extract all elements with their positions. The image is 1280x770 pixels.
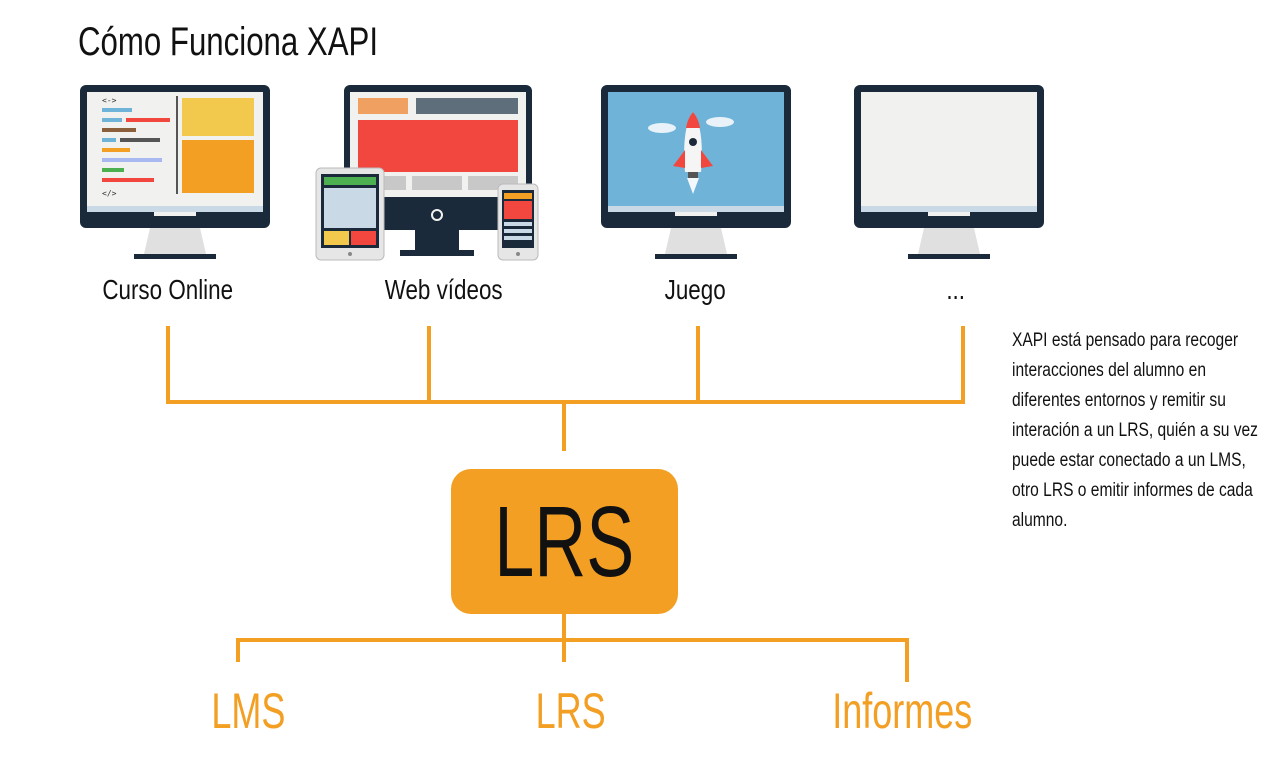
code-editor-monitor-icon: <-> </> — [80, 85, 270, 259]
lrs-hub-box: LRS — [451, 469, 678, 614]
source-label-juego: Juego — [664, 274, 726, 305]
source-label-web-videos: Web vídeos — [385, 274, 503, 305]
target-label-lrs: LRS — [535, 683, 607, 739]
source-label-curso-online: Curso Online — [102, 274, 234, 305]
target-connectors — [236, 614, 909, 682]
blank-monitor-icon — [854, 85, 1044, 259]
lrs-hub-label: LRS — [494, 485, 635, 598]
rocket-game-monitor-icon — [601, 85, 791, 259]
svg-text:</>: </> — [102, 189, 117, 198]
source-label-more: ... — [946, 274, 966, 305]
multi-device-web-icon — [315, 85, 539, 261]
page-title: Cómo Funciona XAPI — [78, 20, 379, 64]
description-text: XAPI está pensado para recoger interacci… — [1012, 330, 1258, 531]
svg-text:<->: <-> — [102, 96, 117, 105]
target-label-lms: LMS — [210, 683, 286, 739]
target-label-informes: Informes — [831, 683, 973, 739]
source-connectors — [166, 326, 965, 451]
